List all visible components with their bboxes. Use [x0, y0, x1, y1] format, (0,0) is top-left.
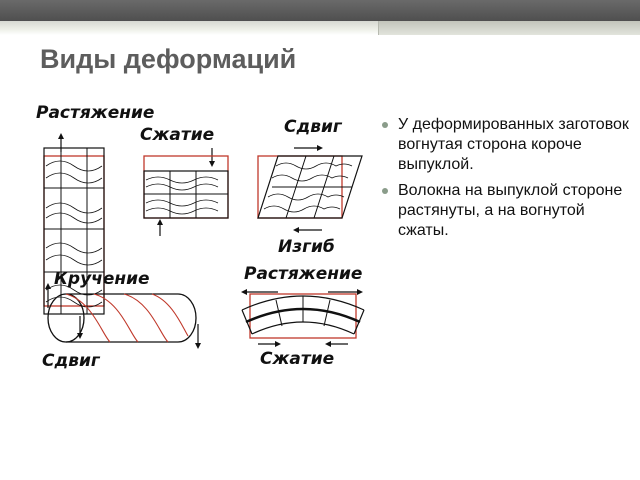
bullet-marker-icon	[382, 122, 388, 128]
bending-figure	[241, 289, 365, 347]
bullet-list: У деформированных заготовок вогнутая сто…	[380, 115, 630, 247]
bullet-item-1: У деформированных заготовок вогнутая сто…	[380, 115, 630, 175]
label-shear-bottom: Сдвиг	[42, 351, 101, 371]
deformation-diagram: Растяжение Сжатие Сдвиг	[32, 96, 372, 386]
top-dark-bar	[0, 0, 640, 21]
compression-figure	[143, 148, 229, 236]
bullet-item-2: Волокна на выпуклой стороне растянуты, а…	[380, 181, 630, 241]
label-compression: Сжатие	[140, 125, 214, 145]
label-torsion: Кручение	[54, 269, 150, 289]
label-bending-tension: Растяжение	[244, 264, 362, 284]
bullet-text-2: Волокна на выпуклой стороне растянуты, а…	[398, 182, 623, 239]
label-shear-top: Сдвиг	[284, 117, 343, 137]
label-bending: Изгиб	[278, 237, 335, 257]
tension-figure	[43, 133, 105, 339]
bullet-text-1: У деформированных заготовок вогнутая сто…	[398, 116, 629, 173]
slide-title: Виды деформаций	[40, 44, 297, 74]
bullet-marker-icon	[382, 188, 388, 194]
top-bar-notch	[378, 21, 640, 35]
deformation-svg: Растяжение Сжатие Сдвиг	[36, 103, 365, 371]
label-bending-compression: Сжатие	[260, 349, 334, 369]
shear-figure	[257, 145, 363, 233]
torsion-figure	[45, 283, 201, 349]
label-tension: Растяжение	[36, 103, 154, 123]
